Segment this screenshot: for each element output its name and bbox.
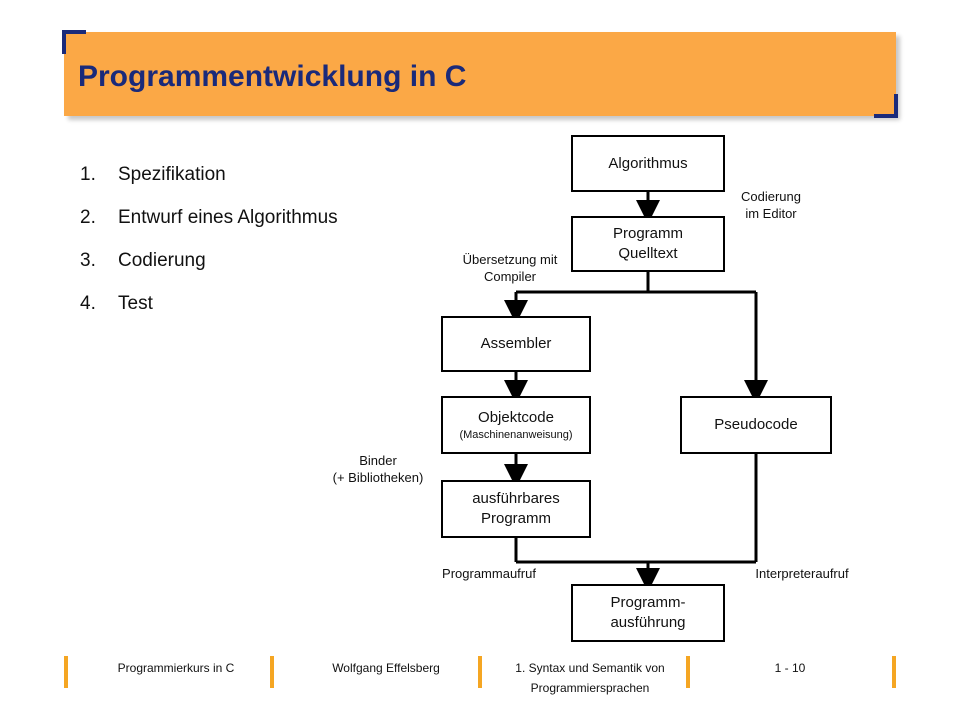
node-ausfuehrung: Programm- ausführung: [571, 584, 725, 642]
steps-list: 1. Spezifikation 2. Entwurf eines Algorith…: [80, 158, 338, 330]
list-item: 1. Spezifikation: [80, 158, 338, 201]
footer-divider: [270, 656, 274, 688]
step-number: 4.: [80, 293, 96, 314]
node-label: Programm: [612, 225, 683, 242]
step-text: Entwurf eines Algorithmus: [118, 207, 338, 228]
node-label: Programm: [480, 510, 551, 527]
node-objektcode: Objektcode (Maschinenanweisung): [441, 396, 591, 454]
page-title: Programmentwicklung in C: [78, 60, 467, 93]
node-assembler: Assembler: [441, 316, 591, 372]
title-bracket-bottom-right: [874, 94, 898, 118]
node-quelltext: Programm Quelltext: [571, 216, 725, 272]
step-number: 1.: [80, 164, 96, 185]
step-text: Codierung: [118, 250, 206, 271]
label-uebersetzung: Übersetzung mit Compiler: [448, 251, 572, 285]
label-line: Binder: [359, 453, 397, 468]
title-bracket-top-left: [62, 30, 86, 54]
list-item: 4. Test: [80, 287, 338, 330]
footer-divider: [64, 656, 68, 688]
footer-chapter-line: Programmiersprachen: [530, 681, 650, 695]
node-label: ausführbares: [472, 490, 560, 507]
label-programmaufruf: Programmaufruf: [442, 566, 536, 581]
node-label: Objektcode: [478, 409, 554, 426]
node-ausfuehrbar: ausführbares Programm: [441, 480, 591, 538]
list-item: 2. Entwurf eines Algorithmus: [80, 201, 338, 244]
label-line: Codierung: [741, 189, 801, 204]
node-sublabel: (Maschinenanweisung): [459, 429, 573, 441]
label-binder: Binder (+ Bibliotheken): [318, 452, 438, 486]
node-label: Algorithmus: [608, 154, 688, 172]
footer-chapter: 1. Syntax und Semantik von Programmiersp…: [490, 658, 690, 698]
list-item: 3. Codierung: [80, 244, 338, 287]
step-text: Spezifikation: [118, 164, 226, 185]
node-pseudocode: Pseudocode: [680, 396, 832, 454]
step-number: 3.: [80, 250, 96, 271]
node-label: Programm-: [610, 594, 686, 611]
node-label: Assembler: [480, 335, 552, 352]
footer-page-number: 1 - 10: [774, 661, 806, 675]
step-number: 2.: [80, 207, 96, 228]
footer-author: Wolfgang Effelsberg: [332, 661, 440, 675]
label-line: (+ Bibliotheken): [332, 470, 424, 485]
footer-divider: [478, 656, 482, 688]
node-label: Quelltext: [618, 245, 678, 262]
footer-chapter-line: 1. Syntax und Semantik von: [515, 661, 665, 675]
node-algorithmus: Algorithmus: [571, 135, 725, 192]
label-codierung: Codierung im Editor: [724, 188, 818, 222]
footer-course: Programmierkurs in C: [117, 661, 235, 675]
node-label: Pseudocode: [714, 416, 798, 433]
label-line: im Editor: [745, 206, 797, 221]
step-text: Test: [118, 293, 153, 314]
label-interpreteraufruf: Interpreteraufruf: [755, 566, 849, 581]
footer-divider: [892, 656, 896, 688]
node-label: ausführung: [610, 614, 686, 631]
label-line: Compiler: [483, 269, 536, 284]
label-line: Übersetzung mit: [462, 252, 558, 267]
title-bar: Programmentwicklung in C: [64, 32, 896, 116]
footer-divider: [686, 656, 690, 688]
